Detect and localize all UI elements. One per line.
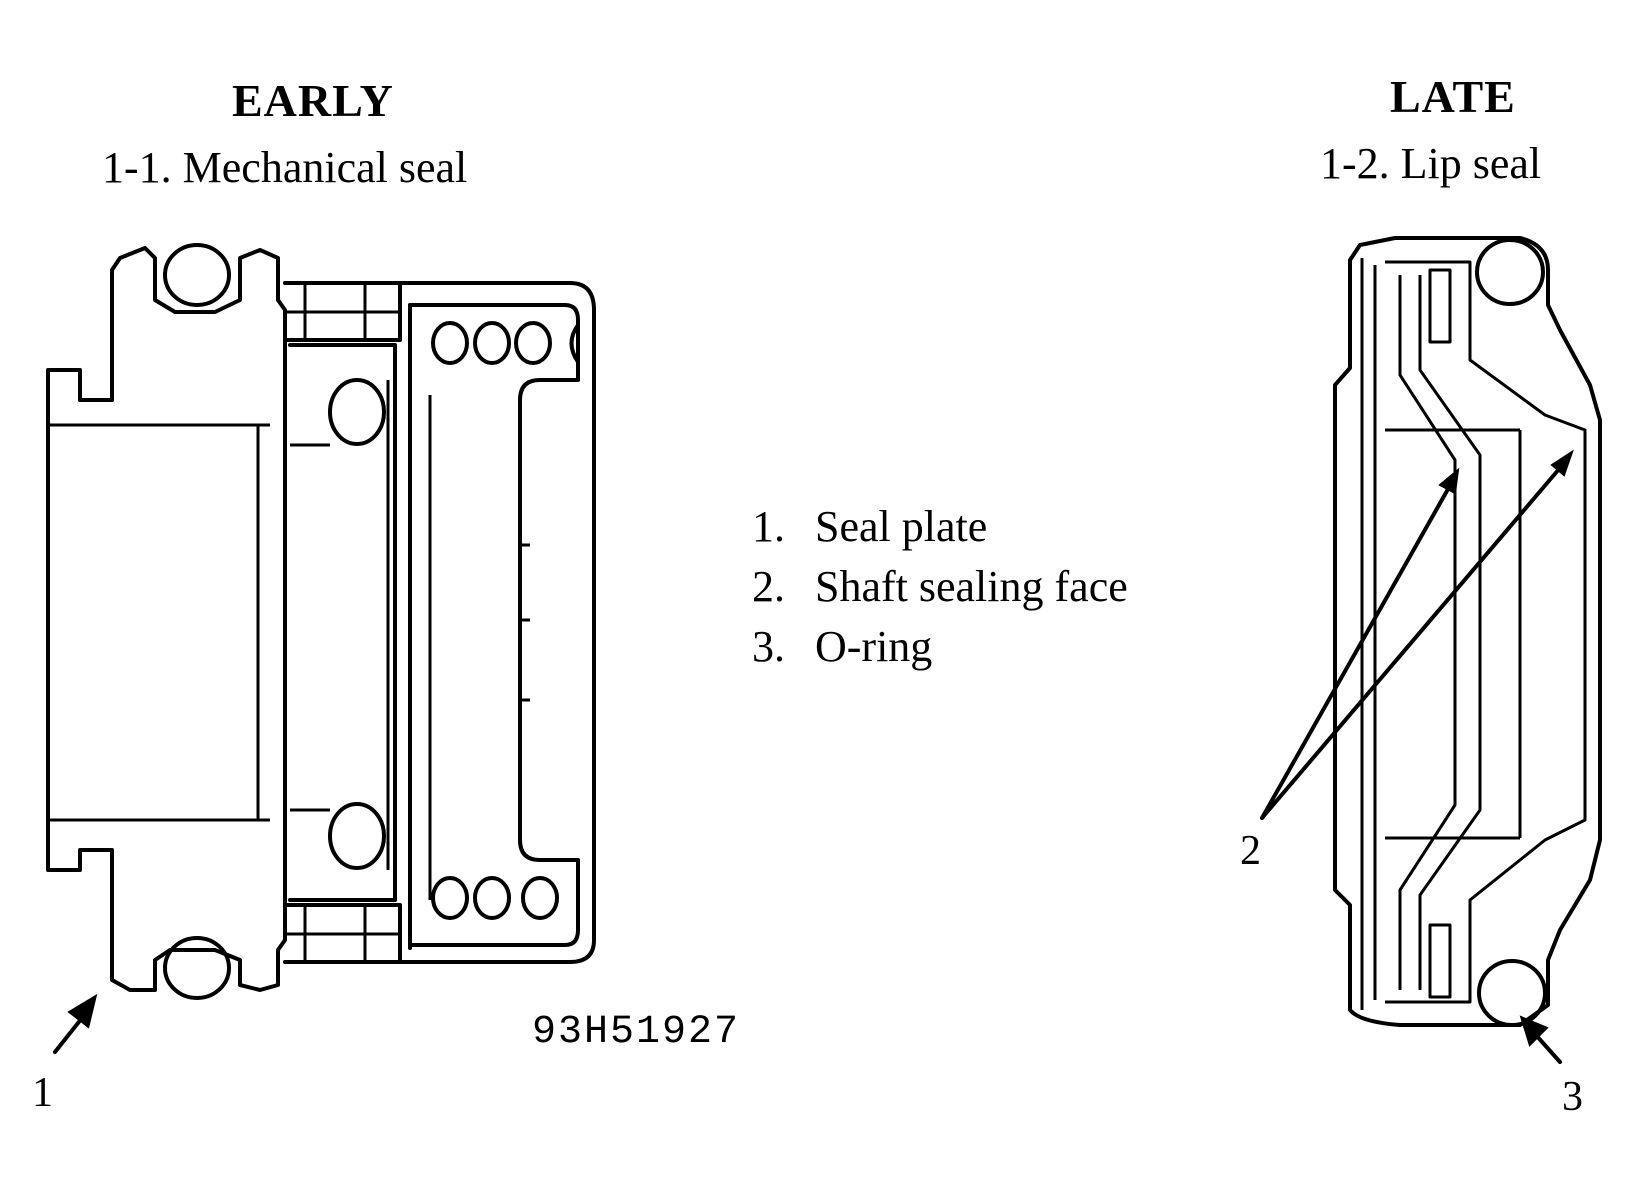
cage-inner: [408, 303, 580, 947]
callout-1-arrow-shaft: [53, 1016, 84, 1054]
legend-label-3: O-ring: [815, 622, 933, 671]
early-caption: 1-1. Mechanical seal: [102, 143, 468, 192]
legend-label-2: Shaft sealing face: [815, 562, 1128, 611]
callout-2-arrowhead-a: [1438, 467, 1460, 495]
spring-lower-3: [521, 876, 559, 920]
inner-o-ring-lower: [328, 802, 386, 870]
lip-cross-lines: [1385, 428, 1520, 840]
legend-num-2: 2.: [752, 562, 785, 611]
lip-seal-drawing: [1260, 236, 1602, 1064]
legend-num-3: 3.: [752, 622, 785, 671]
callout-2-leader-b: [1260, 460, 1567, 820]
lip-seal-case: [1333, 236, 1602, 1027]
lip-o-ring-upper: [1475, 238, 1545, 306]
spring-upper-4: [569, 323, 580, 364]
callout-2-arrowhead-b: [1550, 449, 1574, 477]
lip-profile-1: [1398, 275, 1457, 990]
callout-3-arrow-shaft: [1533, 1032, 1562, 1064]
o-ring-upper: [163, 243, 231, 307]
callout-3-arrowhead: [1519, 1015, 1549, 1047]
legend-num-1: 1.: [752, 502, 785, 551]
callout-2: 2: [1240, 828, 1261, 874]
seal-plate-outline: [46, 246, 287, 992]
late-caption: 1-2. Lip seal: [1320, 139, 1542, 188]
spring-lower-1: [431, 876, 469, 920]
inner-o-ring-upper: [328, 378, 386, 446]
callout-3: 3: [1562, 1074, 1583, 1120]
inner-ring: [288, 343, 397, 902]
late-heading: LATE: [1390, 71, 1516, 122]
spring-lower-2: [473, 876, 511, 920]
spring-upper-3: [514, 321, 552, 365]
early-heading: EARLY: [232, 75, 394, 126]
spring-upper-2: [473, 321, 511, 365]
callout-1: 1: [32, 1070, 53, 1116]
o-ring-lower: [163, 936, 231, 1000]
callout-1-arrowhead: [67, 993, 98, 1029]
spring-upper-1: [431, 321, 469, 365]
lip-profile-2: [1418, 275, 1482, 990]
retainer-lower: [1428, 923, 1452, 999]
legend-label-1: Seal plate: [815, 502, 988, 551]
retainer-upper: [1428, 268, 1452, 344]
callout-2-leader-a: [1260, 480, 1454, 820]
lip-insert: [1385, 260, 1587, 1004]
lip-o-ring-lower: [1477, 959, 1547, 1027]
figure-code: 93H51927: [532, 1010, 741, 1055]
mechanical-seal-drawing: [46, 243, 596, 1054]
spring-housing: [398, 281, 596, 964]
